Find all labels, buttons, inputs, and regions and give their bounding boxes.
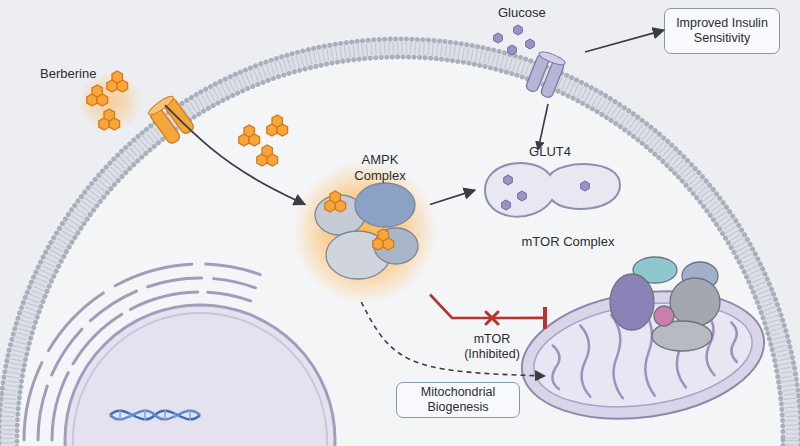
node-heading: Berberine — [40, 66, 130, 82]
outcome-box: Improved Insulin Sensitivity — [664, 8, 780, 54]
box-label: Improved Insulin Sensitivity — [671, 16, 773, 46]
berberine-molecules-outside — [99, 109, 120, 130]
cell-membrane — [8, 48, 792, 446]
organelle-complex: mTOR Complex — [545, 232, 767, 420]
cell-membrane — [0, 39, 800, 446]
glut4-vesicle — [485, 163, 620, 217]
ampk-complex-illustration — [325, 191, 346, 212]
molecule-group: Berberine — [40, 62, 165, 134]
mtor-complex-illustration — [654, 306, 674, 326]
berberine-molecules-inside — [257, 145, 278, 166]
glut4-vesicle — [502, 175, 590, 210]
glut4-vesicle — [502, 200, 511, 210]
dna-helix — [120, 410, 190, 420]
mitochondrion — [727, 322, 740, 363]
berberine-transporter — [146, 94, 175, 118]
cell-membrane — [8, 48, 792, 446]
inhibition-connector — [430, 295, 545, 319]
flow-arrow — [165, 105, 305, 204]
cell-membrane — [17, 57, 783, 446]
dna-helix — [110, 410, 200, 420]
glucose-entry-arrow — [538, 104, 548, 150]
mtor-complex-illustration — [670, 278, 720, 326]
edge-label: mTOR (Inhibited) — [452, 332, 532, 362]
glucose-molecules — [526, 39, 535, 49]
molecule-label: Glucose — [498, 5, 558, 21]
dna-helix — [110, 411, 200, 420]
berberine-molecules-outside — [87, 85, 108, 106]
endoplasmic-reticulum — [24, 264, 260, 440]
flow-arrow — [585, 30, 664, 52]
glucose-molecules — [494, 33, 503, 43]
glucose-entry-arrow — [538, 104, 548, 150]
ampk-complex-illustration — [373, 229, 394, 250]
mtor-complex-illustration — [610, 257, 720, 351]
mitochondrion — [574, 325, 596, 398]
transporter-vesicle: GLUT4 — [475, 52, 625, 232]
ampk-complex-illustration — [355, 183, 415, 227]
glut4-vesicle — [518, 191, 527, 201]
berberine-molecules-outside — [107, 71, 128, 92]
flow-arrow — [430, 190, 475, 204]
nucleus — [73, 313, 327, 446]
inhibition-x-mark — [486, 312, 498, 324]
mtor-complex-illustration — [610, 274, 654, 330]
protein-complex: AMPK Complex — [305, 152, 430, 302]
endoplasmic-reticulum — [52, 292, 251, 440]
glucose-molecules — [494, 25, 535, 55]
glut4-vesicle — [581, 181, 590, 191]
inhibition-x-mark — [486, 312, 498, 324]
mitochondrion — [548, 345, 564, 390]
background — [8, 48, 792, 446]
glut4-transporter — [525, 49, 567, 98]
glut4-vesicle — [485, 163, 620, 217]
berberine-molecules-inside — [239, 115, 288, 166]
cell-membrane — [0, 39, 800, 446]
glut4-vesicle — [504, 175, 513, 185]
node-heading: mTOR Complex — [513, 234, 623, 250]
dna-helix — [110, 411, 200, 420]
dashed-arrow — [361, 302, 545, 376]
node-heading: AMPK Complex — [350, 152, 410, 183]
glucose-molecules — [508, 45, 517, 55]
node-heading: GLUT4 — [520, 144, 580, 160]
glucose-molecules — [514, 25, 523, 35]
process-box: Mitochondrial Biogenesis — [396, 382, 520, 418]
berberine-molecules-inside — [239, 125, 260, 146]
box-label: Mitochondrial Biogenesis — [403, 385, 513, 415]
endoplasmic-reticulum — [24, 264, 260, 440]
berberine-transporter — [146, 94, 195, 146]
glut4-transporter — [538, 49, 567, 67]
endoplasmic-reticulum — [38, 278, 255, 440]
berberine-molecules-inside — [267, 115, 288, 136]
